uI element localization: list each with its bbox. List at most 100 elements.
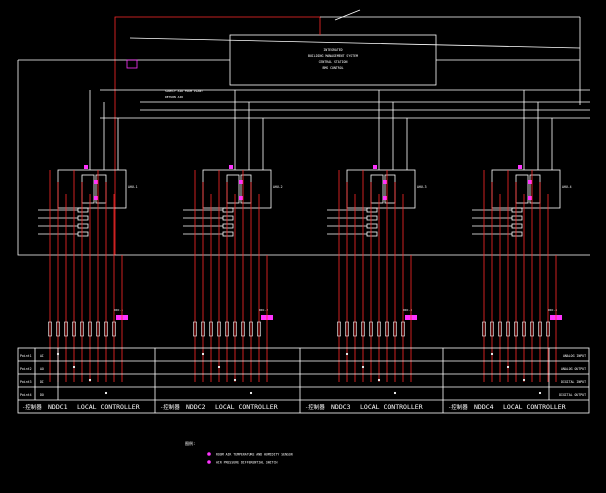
unit-3-field-device <box>366 223 378 229</box>
unit-4-terminal-6 <box>530 321 534 337</box>
unit-3-terminal-5 <box>377 321 381 337</box>
unit-3-sensor-low <box>383 196 387 200</box>
unit-1-sensor-top <box>84 165 88 169</box>
unit-3-terminal-1 <box>345 321 349 337</box>
unit-2-field-device <box>222 231 234 237</box>
io-point-dot <box>217 365 221 369</box>
unit-4-terminal-5 <box>522 321 526 337</box>
unit-1-terminal-3 <box>72 321 76 337</box>
unit-4-sensor-low <box>528 196 532 200</box>
controller-label-4: LOCAL CONTROLLER <box>503 403 566 411</box>
unit-2-terminal-5 <box>233 321 237 337</box>
unit-2-ahu-body <box>202 169 272 209</box>
io-point-dot <box>490 352 494 356</box>
io-point-dot <box>72 365 76 369</box>
unit-1-sensor-low <box>94 196 98 200</box>
unit-1-terminal-6 <box>96 321 100 337</box>
io-row-right-label: ANALOG OUTPUT <box>561 367 586 371</box>
unit-2-field-device <box>222 207 234 213</box>
io-table-frame <box>17 347 590 414</box>
top-switch-symbol <box>334 9 361 21</box>
unit-2-terminal-8 <box>257 321 261 337</box>
central-station-text: INTEGRATED <box>323 48 342 52</box>
io-row-label: Point1 <box>20 354 32 358</box>
unit-2-terminal-0 <box>193 321 197 337</box>
unit-3-terminal-4 <box>369 321 373 337</box>
io-point-dot <box>88 378 92 382</box>
unit-1-ahu-body <box>57 169 127 209</box>
top-signal-loop <box>114 16 321 255</box>
unit-1-coil <box>81 174 95 204</box>
unit-2-terminal-2 <box>209 321 213 337</box>
unit-1-terminal-5 <box>88 321 92 337</box>
unit-4-sensor-top <box>518 165 522 169</box>
unit-4-ddc-label: DDC-4 <box>548 308 557 312</box>
unit-2-sensor-top <box>229 165 233 169</box>
io-row-right-label: DIGITAL OUTPUT <box>559 393 586 397</box>
legend-marker-1 <box>207 452 211 456</box>
unit-1-terminal-8 <box>112 321 116 337</box>
io-row-type: DI <box>40 380 44 384</box>
unit-1-sensor-mid <box>94 180 98 184</box>
unit-1-field-device <box>77 207 89 213</box>
unit-1-ahu-tag: AHU-1 <box>128 185 138 189</box>
controller-label-3: LOCAL CONTROLLER <box>360 403 423 411</box>
unit-1-ddc-label: DDC-1 <box>114 308 123 312</box>
unit-2-terminal-6 <box>241 321 245 337</box>
controller-prefix-4: -控制器 <box>448 403 468 411</box>
controller-prefix-3: -控制器 <box>305 403 325 411</box>
io-row-label: Point3 <box>20 380 32 384</box>
unit-3-terminal-7 <box>393 321 397 337</box>
controller-id-3: NDDC3 <box>331 403 351 411</box>
unit-3-ahu-tag: AHU-3 <box>417 185 427 189</box>
io-row-type: DO <box>40 393 44 397</box>
unit-2-ahu-tag: AHU-2 <box>273 185 283 189</box>
unit-3-field-device <box>366 207 378 213</box>
unit-3-ahu-body <box>346 169 416 209</box>
unit-3-sensor-top <box>373 165 377 169</box>
unit-4-terminal-8 <box>546 321 550 337</box>
controller-prefix-1: -控制器 <box>22 403 42 411</box>
unit-4-coil <box>515 174 529 204</box>
unit-4-field-device <box>511 215 523 221</box>
controller-prefix-2: -控制器 <box>160 403 180 411</box>
unit-4-terminal-3 <box>506 321 510 337</box>
controller-id-4: NDDC4 <box>474 403 494 411</box>
io-row-label: Point2 <box>20 367 32 371</box>
unit-3-coil <box>370 174 384 204</box>
unit-3-sensor-mid <box>383 180 387 184</box>
unit-3-ddc-label: DDC-3 <box>403 308 412 312</box>
unit-3-terminal-6 <box>385 321 389 337</box>
unit-2-sensor-mid <box>239 180 243 184</box>
io-row-right-label: ANALOG INPUT <box>563 354 586 358</box>
unit-3-terminal-8 <box>401 321 405 337</box>
legend-item-2: AIR PRESSURE DIFFERENTIAL SWITCH <box>216 461 277 465</box>
unit-1-terminal-7 <box>104 321 108 337</box>
unit-2-field-device <box>222 223 234 229</box>
central-station-text: BUILDING MANAGEMENT SYSTEM <box>308 54 358 58</box>
io-point-dot <box>201 352 205 356</box>
io-point-dot <box>249 391 253 395</box>
unit-4-terminal-7 <box>538 321 542 337</box>
io-row-right-label: DIGITAL INPUT <box>561 380 586 384</box>
unit-2-field-device <box>222 215 234 221</box>
unit-2-sensor-low <box>239 196 243 200</box>
controller-id-2: NDDC2 <box>186 403 206 411</box>
io-point-dot <box>393 391 397 395</box>
damper-marker <box>126 59 138 69</box>
unit-4-field-device <box>511 231 523 237</box>
unit-3-terminal-3 <box>361 321 365 337</box>
io-point-dot <box>538 391 542 395</box>
unit-1-terminal-4 <box>80 321 84 337</box>
central-station-text: CENTRAL STATION <box>319 60 348 64</box>
legend-item-1: ROOM AIR TEMPERATURE AND HUMIDITY SENSOR <box>216 453 293 457</box>
unit-3-field-device <box>366 215 378 221</box>
io-row-type: AO <box>40 367 44 371</box>
unit-1-field-device <box>77 231 89 237</box>
legend-title: 图例: <box>185 440 195 446</box>
unit-1-terminal-1 <box>56 321 60 337</box>
supply-line-label: SUPPLY AIR FROM PLANT <box>165 89 203 93</box>
legend-marker-2 <box>207 460 211 464</box>
